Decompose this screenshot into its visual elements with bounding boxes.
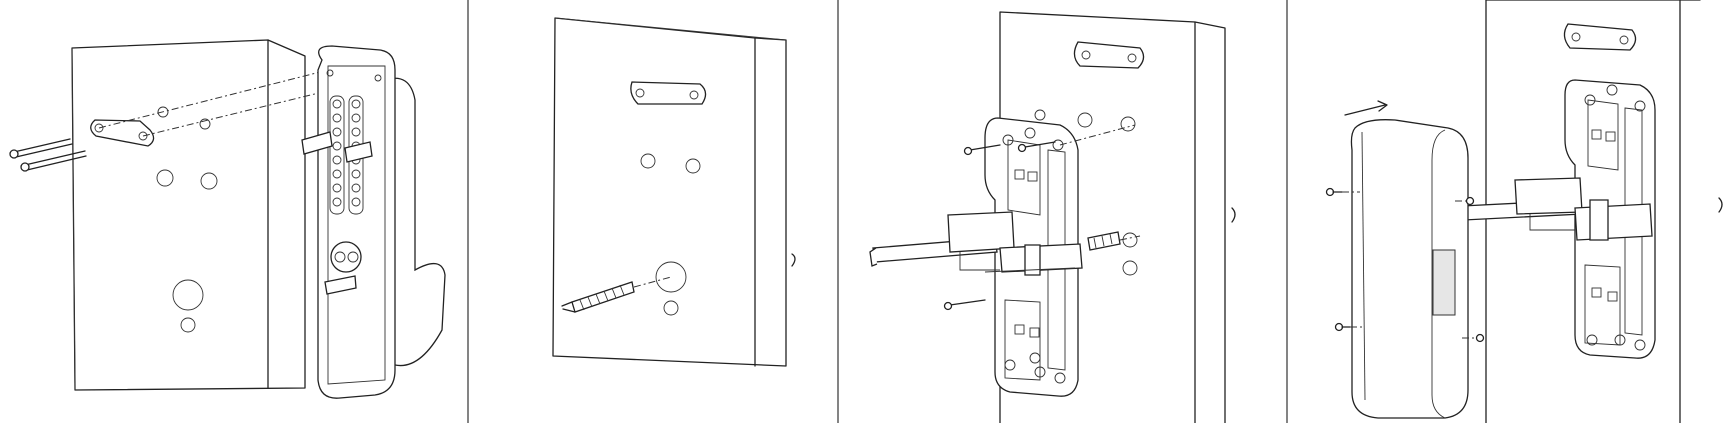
door-holes <box>640 153 701 316</box>
edge-mark <box>1718 197 1723 213</box>
door-slab <box>71 39 306 391</box>
edge-mark <box>791 253 796 267</box>
strike-plate <box>90 119 155 147</box>
screws <box>943 141 1121 311</box>
door-holes <box>156 106 218 333</box>
door-slab <box>552 17 787 367</box>
keypad-lock <box>301 45 446 399</box>
strike-plate <box>1073 41 1145 69</box>
panel-4 <box>1325 0 1723 423</box>
closer-arm <box>869 211 1083 276</box>
panel-3 <box>869 11 1236 423</box>
cover-label-recess <box>1432 249 1456 316</box>
wall-plug <box>561 276 672 313</box>
panel-1 <box>9 39 446 399</box>
edge-mark <box>1231 207 1236 223</box>
closer-cover <box>1350 119 1469 419</box>
screws <box>1325 187 1485 343</box>
strike-plate <box>1563 23 1637 51</box>
closer-arm <box>1461 177 1653 241</box>
panel-2 <box>552 17 796 367</box>
screws <box>9 138 87 172</box>
alignment-lines <box>98 69 381 137</box>
strike-plate <box>630 81 707 105</box>
wall-holes <box>1059 112 1141 276</box>
motion-arrow <box>1344 100 1388 116</box>
